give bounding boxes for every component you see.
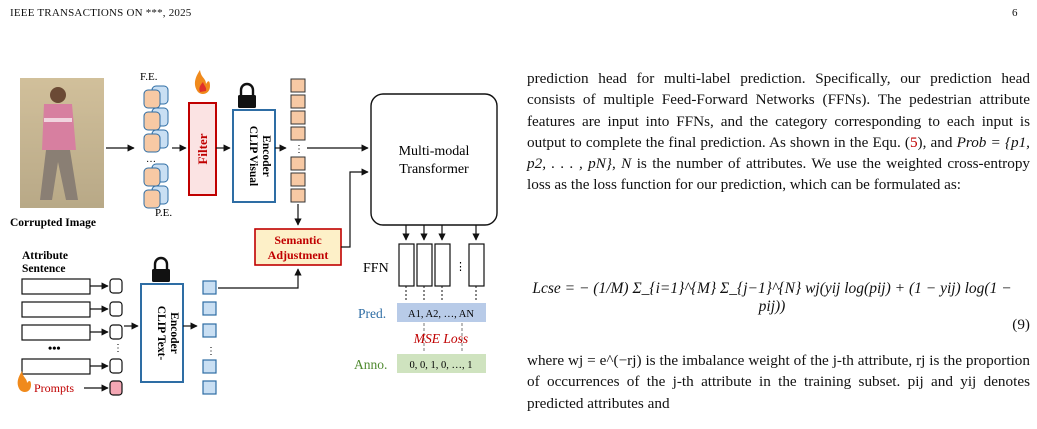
filter-box	[188, 102, 217, 196]
flame-core-icon	[199, 82, 207, 92]
clip-visual-label-1: CLIP Visual	[247, 126, 259, 186]
lock-icon-text	[152, 256, 170, 282]
semantic-adjustment-box	[254, 228, 342, 266]
running-header: IEEE TRANSACTIONS ON ***, 2025	[10, 7, 192, 19]
transformer-label-1: Multi-modal	[399, 144, 470, 159]
mse-loss-label: MSE Loss	[413, 331, 468, 346]
svg-text:⋮: ⋮	[294, 144, 304, 155]
clip-text-label-2: Encoder	[168, 312, 180, 354]
ffn-blocks: ⋮	[398, 243, 485, 287]
ffn-to-pred-arrows	[405, 286, 477, 300]
semantic-label-2: Adjustment	[268, 248, 329, 262]
corrupted-image	[20, 78, 104, 208]
svg-text:⋮: ⋮	[206, 346, 216, 357]
equation-text: Lcse = − (1/M) Σ_{i=1}^{M} Σ_{j−1}^{N} w…	[532, 280, 1012, 315]
pe-label: P.E.	[155, 207, 172, 219]
clip-text-encoder-box	[140, 283, 184, 383]
lock-icon	[238, 82, 256, 108]
attribute-label-1: Attribute	[22, 250, 68, 262]
text-feature-tokens: ⋮	[202, 280, 217, 395]
corrupted-image-label: Corrupted Image	[10, 217, 96, 229]
attribute-label-2: Sentence	[22, 263, 65, 275]
pred-values: A1, A2, …, AN	[408, 309, 474, 320]
visual-feature-tokens: ⋮	[290, 78, 306, 203]
pred-values-box	[397, 303, 486, 322]
anno-values-box	[397, 354, 486, 373]
transformer-to-ffn-arrows	[402, 225, 480, 241]
transformer-label-2: Transformer	[399, 162, 469, 177]
semantic-label-1: Semantic	[274, 233, 322, 247]
equation-number: (9)	[1012, 316, 1030, 333]
prompts-flame-icon	[17, 371, 31, 393]
prompt-token	[109, 380, 123, 396]
anno-values: 0, 0, 1, 0, …, 1	[410, 360, 473, 371]
para1-part-a: prediction head for multi-label predicti…	[527, 70, 1030, 151]
para1-part-b: ), and	[917, 133, 957, 151]
body-paragraph-1: prediction head for multi-label predicti…	[527, 68, 1030, 196]
n-math: N	[621, 155, 632, 173]
arrow-semantic-to-transformer	[341, 168, 369, 248]
pred-label: Pred.	[358, 306, 386, 321]
para1-part-d: is the number of attributes. We use the …	[527, 155, 1031, 194]
svg-text:⋮: ⋮	[113, 343, 123, 354]
svg-text:•••: •••	[48, 341, 61, 355]
framework-diagram: Corrupted Image F.E. P.E. …	[10, 70, 498, 396]
clip-text-label-1: CLIP Text-	[155, 306, 167, 361]
anno-label: Anno.	[354, 357, 387, 372]
patch-token-stack: …	[143, 85, 169, 209]
arrow-text-to-semantic	[218, 268, 302, 289]
prob-set-math: Prob = {p1, p2, . . . , pN}	[527, 133, 1030, 173]
svg-text:…: …	[146, 154, 156, 165]
ffn-label: FFN	[363, 261, 389, 276]
flame-icon	[194, 70, 210, 94]
para1-part-c: ,	[611, 155, 622, 173]
filter-label: Filter	[195, 133, 210, 164]
body-paragraph-2: where wj = e^(−rj) is the imbalance weig…	[527, 352, 1030, 412]
equation-reference[interactable]: 5	[909, 133, 918, 151]
fe-label: F.E.	[140, 71, 158, 83]
clip-visual-encoder-box	[232, 109, 276, 203]
clip-visual-label-2: Encoder	[260, 135, 272, 177]
multimodal-transformer-box	[370, 93, 498, 226]
loss-equation: Lcse = − (1/M) Σ_{i=1}^{M} Σ_{j−1}^{N} w…	[527, 272, 1030, 333]
prompts-label: Prompts	[34, 381, 74, 395]
page-number: 6	[1012, 7, 1018, 19]
svg-text:⋮: ⋮	[455, 261, 466, 273]
attribute-sentence-rows: ••• ⋮	[21, 278, 123, 375]
